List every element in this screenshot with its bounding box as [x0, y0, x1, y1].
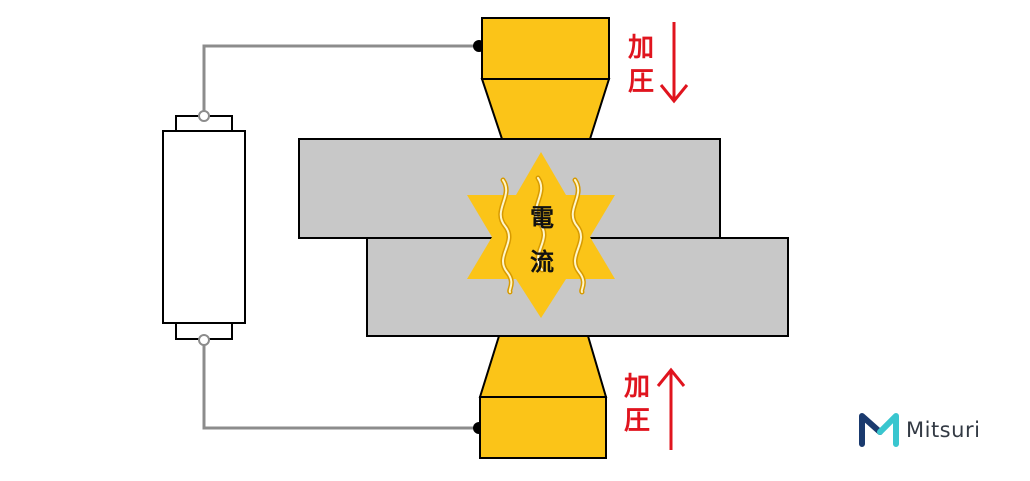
- wire-bottom: [202, 340, 477, 430]
- wire-top: [202, 44, 477, 116]
- power-supply: [162, 115, 246, 340]
- current-spark-star: [467, 152, 615, 318]
- current-label-char-1: 電: [530, 204, 554, 232]
- heat-wave-center: [533, 175, 547, 273]
- pressure-label-top: 加 圧: [625, 31, 657, 99]
- current-label-char-2: 流: [530, 248, 554, 276]
- electrode-top: [480, 17, 611, 140]
- heat-wave-right: [570, 177, 586, 295]
- electrode-bottom: [478, 335, 608, 459]
- pressure-label-bottom-char-2: 圧: [623, 406, 650, 436]
- terminal-top: [198, 110, 210, 122]
- heat-wave-left: [498, 177, 514, 295]
- pressure-label-bottom: 加 圧: [621, 370, 653, 438]
- current-label: 電 流: [525, 196, 559, 284]
- electrode-bottom-tip: [478, 335, 608, 398]
- electrode-top-body: [481, 17, 610, 80]
- terminal-bottom: [198, 334, 210, 346]
- mitsuri-logo-icon: [859, 413, 899, 447]
- circuit-wires: [202, 44, 477, 430]
- electrode-bottom-body: [479, 396, 607, 459]
- pressure-label-top-char-2: 圧: [627, 67, 654, 97]
- pressure-arrow-up: [656, 367, 686, 450]
- pressure-label-top-char-1: 加: [627, 33, 654, 63]
- pressure-label-bottom-char-1: 加: [623, 372, 650, 402]
- electrode-top-tip: [480, 78, 611, 140]
- brand-name: Mitsuri: [906, 418, 981, 442]
- heat-waves: [498, 175, 586, 295]
- power-supply-body: [162, 130, 246, 324]
- pressure-arrow-down: [659, 22, 689, 104]
